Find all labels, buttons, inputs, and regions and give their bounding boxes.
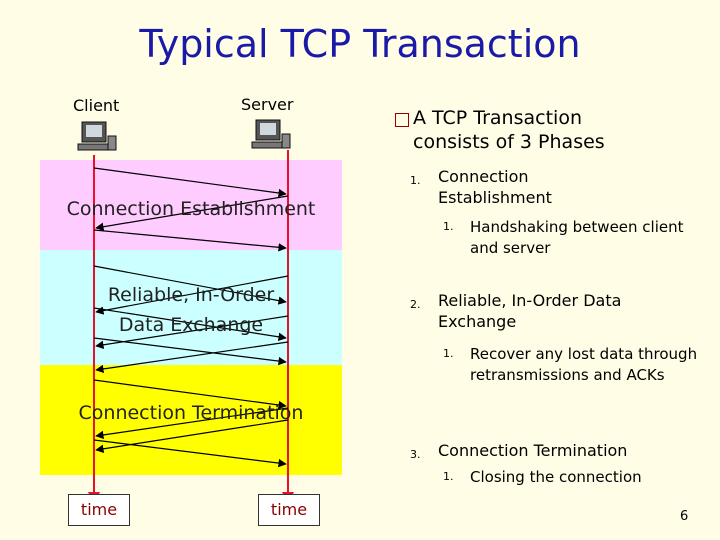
subitem-number: 1. <box>443 347 454 360</box>
subitem-text: Closing the connection <box>470 468 642 486</box>
item-text: Reliable, In-Order Data Exchange <box>438 291 622 331</box>
band-label-establishment: Connection Establishment <box>66 198 316 220</box>
slide-title: Typical TCP Transaction <box>139 22 581 66</box>
subitem-number: 1. <box>443 220 454 233</box>
time-label-server: time <box>258 494 320 526</box>
client-label: Client <box>73 96 120 115</box>
band-connection-termination <box>40 365 342 475</box>
square-bullet-icon <box>395 113 409 127</box>
subitem-number: 1. <box>443 470 454 483</box>
page-number: 6 <box>680 509 689 524</box>
exchange-messages <box>93 265 289 374</box>
computer-icon <box>251 119 291 149</box>
subitem-text: Recover any lost data through retransmis… <box>470 345 698 384</box>
band-label-termination: Connection Termination <box>78 402 304 424</box>
band-connection-establishment <box>40 160 342 250</box>
termination-messages <box>93 379 289 468</box>
subitem-text: Handshaking between client and server <box>470 218 684 257</box>
item-number: 3. <box>410 448 421 461</box>
server-label: Server <box>241 95 294 114</box>
band-data-exchange <box>40 250 342 365</box>
main-bullet-text: A TCP Transaction consists of 3 Phases <box>413 107 605 153</box>
establishment-messages <box>93 167 289 252</box>
item-text: Connection Termination <box>438 441 628 460</box>
computer-icon <box>77 121 117 151</box>
time-label-client: time <box>68 494 130 526</box>
item-number: 2. <box>410 298 421 311</box>
item-number: 1. <box>410 174 421 187</box>
band-label-exchange-2: Data Exchange <box>118 314 264 336</box>
item-text: Connection Establishment <box>438 167 552 207</box>
band-label-exchange-1: Reliable, In-Order <box>107 284 275 306</box>
